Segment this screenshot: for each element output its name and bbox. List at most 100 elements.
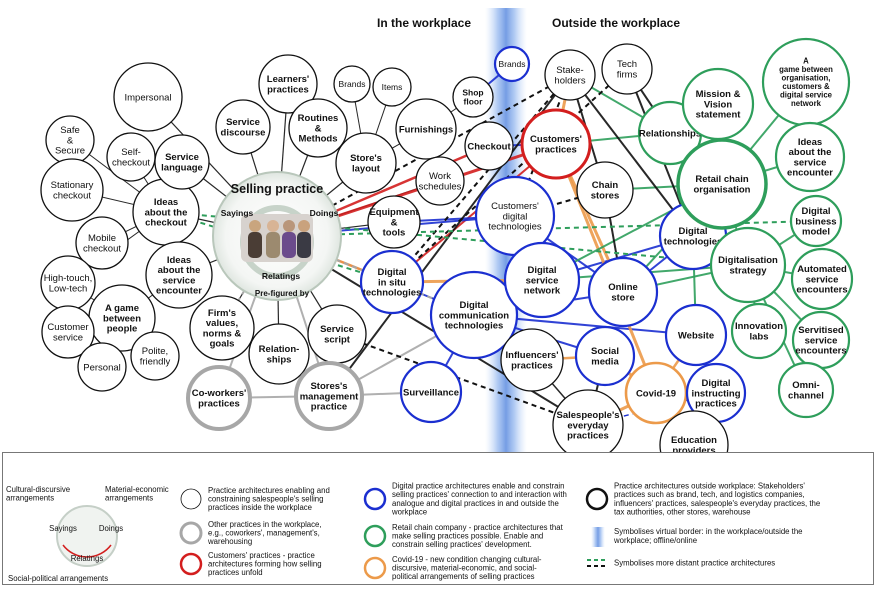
legend-item-text: Symbolises virtual border: in the workpl… bbox=[613, 527, 803, 545]
node-label: statement bbox=[696, 110, 742, 121]
legend-item-dashed: Symbolises more distant practice archite… bbox=[587, 559, 775, 568]
node-label: technologies bbox=[445, 321, 504, 332]
node-label: Online bbox=[608, 282, 638, 293]
node-circle bbox=[372, 67, 412, 107]
node-label: service bbox=[806, 274, 839, 285]
node-label: game between bbox=[779, 65, 833, 74]
node-circle bbox=[676, 138, 768, 230]
node-label: Covid-19 bbox=[636, 388, 676, 399]
node-label: service bbox=[163, 275, 196, 286]
node-circle bbox=[774, 121, 846, 193]
node-label: Digital bbox=[459, 300, 488, 311]
legend-item-text: Digital practice architectures enable an… bbox=[391, 482, 567, 517]
node-circle bbox=[415, 156, 465, 206]
node-label: Checkout bbox=[467, 141, 511, 152]
node-label: schedules bbox=[419, 181, 462, 192]
node-label: network bbox=[524, 286, 561, 297]
node-label: Digital bbox=[377, 267, 406, 278]
node-label: friendly bbox=[140, 356, 171, 367]
node-label: Shop bbox=[462, 87, 483, 97]
node-label: norms & bbox=[203, 328, 242, 339]
node-label: ships bbox=[267, 354, 292, 365]
node-label: Low-tech bbox=[49, 283, 88, 294]
node-customers-practices: Customers'practices bbox=[520, 108, 592, 180]
node-label: Stationary bbox=[51, 180, 94, 191]
node-circle bbox=[154, 134, 210, 190]
node-circle bbox=[576, 161, 634, 219]
node-label: store bbox=[611, 292, 634, 303]
legend-item-blue: Digital practice architectures enable an… bbox=[363, 482, 567, 517]
node-label: customers & bbox=[782, 82, 830, 91]
person-head bbox=[267, 220, 279, 232]
legend-item-text: Symbolises more distant practice archite… bbox=[614, 559, 775, 568]
node-checkout: Checkout bbox=[464, 121, 514, 171]
legend-hub-circle bbox=[56, 505, 118, 567]
node-label: Mission & bbox=[696, 89, 741, 100]
person-body bbox=[297, 232, 311, 258]
node-label: providers bbox=[672, 445, 715, 456]
person-head bbox=[298, 220, 310, 232]
node-items: Items bbox=[372, 67, 412, 107]
node-circle bbox=[730, 302, 788, 360]
node-circle bbox=[359, 249, 425, 315]
node-label: Service bbox=[165, 152, 199, 163]
node-label: Equipment bbox=[369, 207, 419, 218]
node-label: High-touch, bbox=[44, 273, 93, 284]
node-label: Digital bbox=[678, 226, 707, 237]
legend-swatch bbox=[363, 487, 387, 511]
node-label: Impersonal bbox=[125, 92, 172, 103]
node-label: digital service bbox=[780, 90, 833, 99]
legend-swatch bbox=[180, 488, 202, 510]
node-label: Self- bbox=[121, 147, 141, 158]
node-circle bbox=[777, 361, 835, 419]
legend-item-text: Practice architectures outside workplace… bbox=[614, 482, 820, 517]
node-label: Store's bbox=[350, 153, 382, 164]
node-label: encounter bbox=[156, 286, 202, 297]
node-label: about the bbox=[789, 147, 832, 158]
dashed-connector-line bbox=[165, 211, 749, 266]
node-circle bbox=[520, 108, 592, 180]
node-routines: Routines&Methods bbox=[288, 98, 348, 158]
node-label: people bbox=[107, 324, 138, 335]
node-label: strategy bbox=[730, 265, 768, 276]
node-label: checkout bbox=[53, 190, 91, 201]
node-label: Education bbox=[671, 435, 717, 446]
legend-item-text: Other practices in the workplace,e.g., c… bbox=[207, 520, 322, 546]
node-label: Digitalisation bbox=[718, 255, 778, 266]
node-label: & bbox=[315, 123, 322, 134]
node-polite: Polite,friendly bbox=[130, 331, 180, 381]
salespeople-photo bbox=[241, 214, 313, 262]
node-label: Firm's bbox=[208, 308, 236, 319]
node-furnishings: Furnishings bbox=[395, 98, 457, 160]
node-label: business bbox=[795, 216, 836, 227]
legend-swatch bbox=[585, 487, 609, 511]
node-website: Website bbox=[664, 303, 728, 367]
legend-text: Doings bbox=[99, 524, 123, 533]
node-label: about the bbox=[145, 207, 188, 218]
node-label: technologies bbox=[363, 288, 422, 299]
legend-swatch bbox=[363, 524, 387, 548]
node-circle bbox=[41, 305, 95, 359]
node-label: Brands bbox=[339, 79, 366, 89]
node-circle bbox=[288, 98, 348, 158]
node-label: labs bbox=[749, 331, 768, 342]
node-circle bbox=[215, 99, 271, 155]
node-label: practices bbox=[535, 144, 577, 155]
node-label: service bbox=[794, 157, 827, 168]
node-label: Vision bbox=[704, 99, 733, 110]
node-label: service bbox=[805, 335, 838, 346]
node-equipment: Equipment&tools bbox=[367, 195, 421, 249]
node-circle bbox=[601, 43, 653, 95]
node-label: practices bbox=[567, 431, 609, 442]
